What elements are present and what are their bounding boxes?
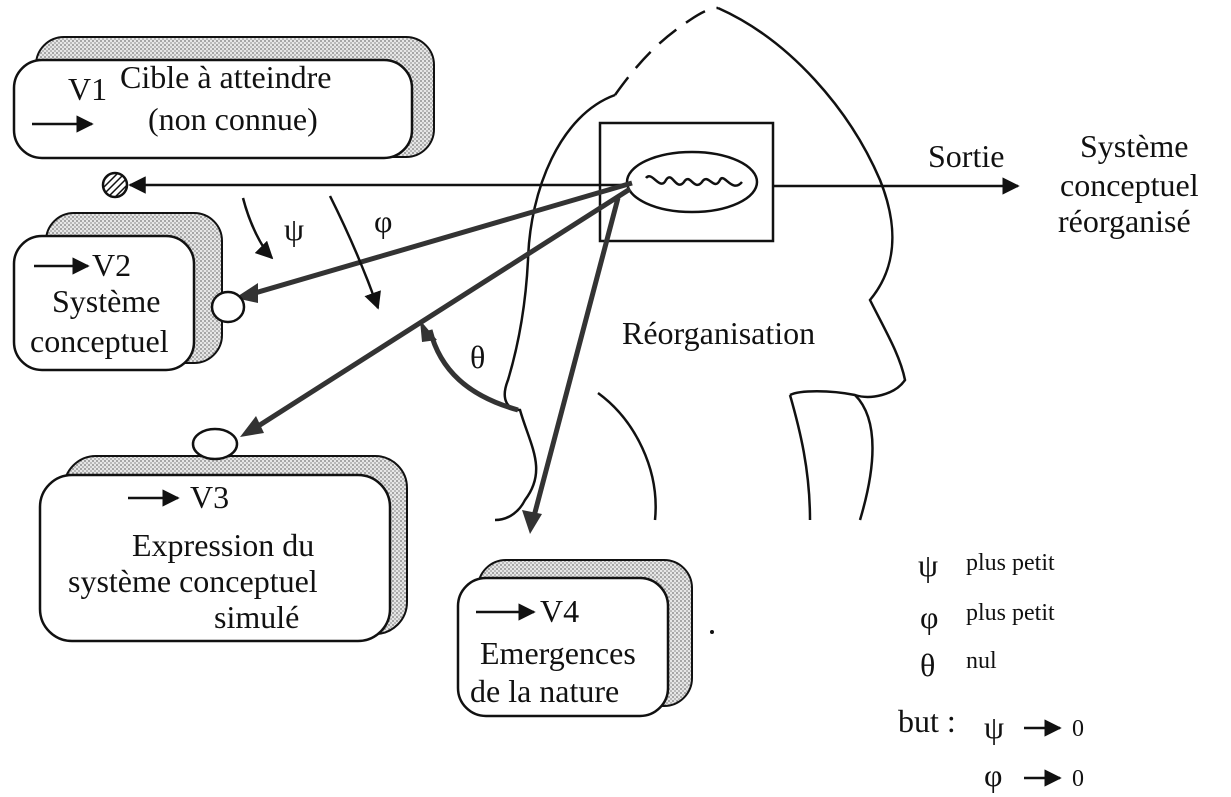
theta-arrowhead — [420, 320, 437, 342]
box-v3: V3 Expression du système conceptuel simu… — [38, 427, 408, 643]
sortie-label: Sortie — [928, 138, 1004, 174]
box-v1-line1: Cible à atteindre — [120, 59, 331, 95]
box-v3-line3: simulé — [214, 599, 299, 635]
box-v1-line2: (non connue) — [148, 101, 318, 137]
box-v3-line1: Expression du — [132, 527, 314, 563]
goal-label: but : — [898, 703, 956, 739]
legend-symbol-3: θ — [920, 647, 935, 683]
phi-angle-arc — [328, 195, 381, 310]
goal-value-1: 0 — [1072, 716, 1084, 742]
legend-symbol-2: φ — [920, 599, 938, 635]
neck-left-outline — [597, 391, 657, 521]
box-v4: V4 Emergences de la nature — [456, 559, 693, 718]
output-label-line3: réorganisé — [1058, 203, 1191, 239]
box-v2-tag: V2 — [92, 247, 131, 283]
phi-label: φ — [374, 203, 392, 239]
arrow-to-v4 — [530, 197, 621, 521]
box-v4-tag: V4 — [540, 593, 579, 629]
arrow-to-v2 — [247, 180, 633, 298]
reorganisation-label: Réorganisation — [622, 315, 815, 351]
box-v4-line2: de la nature — [470, 673, 619, 709]
legend-symbol-1: ψ — [918, 547, 938, 583]
arrowhead-v3 — [240, 416, 264, 437]
neck-right-outline — [788, 394, 812, 521]
psi-label: ψ — [284, 211, 304, 247]
output-label-line2: conceptuel — [1060, 167, 1199, 203]
arrowhead-v4 — [522, 510, 542, 534]
arrow-to-v3 — [250, 186, 632, 433]
box-v1-tag: V1 — [68, 71, 107, 107]
box-v3-tag: V3 — [190, 479, 229, 515]
psi-angle-arc — [241, 197, 274, 260]
box-v2-line2: conceptuel — [30, 323, 169, 359]
goal-symbol-2: φ — [984, 757, 1002, 793]
output-label-line1: Système — [1080, 128, 1188, 164]
box-v3-connector — [191, 427, 239, 461]
box-v2-connector — [210, 290, 246, 324]
scribble-icon — [645, 175, 743, 187]
box-v2-line1: Système — [52, 283, 160, 319]
legend-text-2: plus petit — [966, 600, 1055, 626]
box-v3-line2: système conceptuel — [68, 563, 318, 599]
box-v4-line1: Emergences — [480, 635, 636, 671]
legend: ψ plus petit φ plus petit θ nul but : ψ … — [898, 547, 1084, 793]
target-hatched-icon — [101, 171, 129, 199]
theta-label: θ — [470, 339, 485, 375]
box-v2: V2 Système conceptuel — [12, 212, 246, 372]
goal-symbol-1: ψ — [984, 709, 1004, 745]
legend-text-3: nul — [966, 648, 997, 674]
theta-angle-arc — [427, 329, 519, 413]
box-v1: V1 Cible à atteindre (non connue) — [12, 36, 435, 160]
legend-text-1: plus petit — [966, 550, 1055, 576]
stray-dot — [710, 630, 714, 634]
head-silhouette — [494, 6, 907, 522]
goal-value-2: 0 — [1072, 766, 1084, 792]
